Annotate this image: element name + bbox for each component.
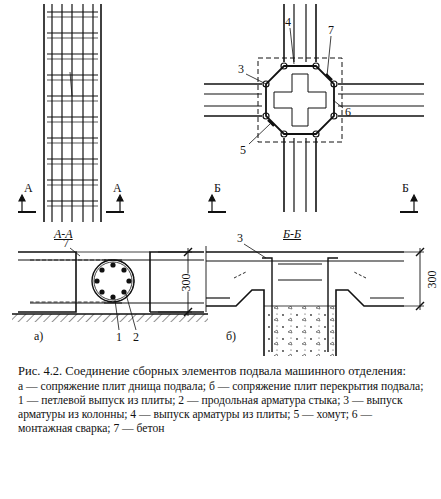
section-mark: Б bbox=[402, 182, 409, 195]
section-mark: Б bbox=[214, 182, 221, 195]
callout-number: 7 bbox=[328, 24, 334, 37]
callout-number: 4 bbox=[285, 16, 291, 29]
callout-number: 3 bbox=[238, 63, 244, 76]
caption-legend: а — сопряжение плит днища подвала; б — с… bbox=[18, 380, 426, 436]
section-mark: А bbox=[24, 182, 33, 195]
section-mark: А bbox=[113, 182, 122, 195]
callout-number: 3 bbox=[237, 232, 243, 245]
callout-number: 6 bbox=[345, 106, 351, 119]
caption: Рис. 4.2. Соединение сборных элементов п… bbox=[18, 364, 426, 379]
callout-number: 2 bbox=[133, 331, 139, 344]
callout-number: 5 bbox=[240, 144, 246, 157]
figure-letter: а) bbox=[34, 330, 43, 343]
dimension: 300 bbox=[426, 270, 439, 288]
callout-number: 1 bbox=[116, 331, 122, 344]
callout-number: 7 bbox=[63, 237, 69, 250]
dimension: 300 bbox=[180, 273, 193, 291]
section-label: Б-Б bbox=[283, 228, 301, 241]
figure-letter: б) bbox=[226, 330, 236, 343]
